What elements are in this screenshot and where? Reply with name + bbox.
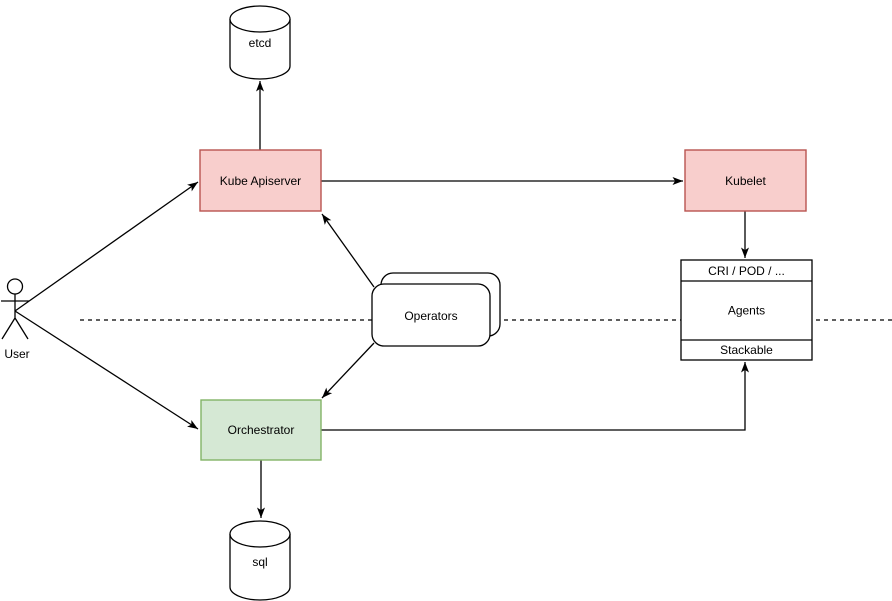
edge-orchestrator-to-stackable xyxy=(321,362,749,431)
user-label: User xyxy=(4,347,29,361)
user-actor-head xyxy=(6,278,24,295)
agents-header-label: CRI / POD / ... xyxy=(708,264,785,278)
node-kubelet: Kubelet xyxy=(684,149,807,212)
agents-box xyxy=(680,259,813,361)
edge-user-to-kube-apiserver xyxy=(14,181,199,312)
edge-operators-to-kube-apiserver xyxy=(321,213,375,288)
agents-footer-label: Stackable xyxy=(720,343,773,357)
operators-label: Operators xyxy=(404,309,457,323)
etcd-cylinder-body xyxy=(229,19,291,80)
orchestrator-label: Orchestrator xyxy=(228,423,295,437)
kube-apiserver-box xyxy=(199,149,322,212)
agents-label: Agents xyxy=(728,304,765,318)
orchestrator-box xyxy=(200,399,322,461)
sql-cylinder-body xyxy=(229,534,291,601)
node-orchestrator: Orchestrator xyxy=(200,399,322,461)
user-actor-body xyxy=(1,294,29,340)
node-user: User xyxy=(1,278,30,361)
node-agents: CRI / POD / ... Agents Stackable xyxy=(680,259,813,361)
node-etcd: etcd xyxy=(229,5,291,80)
kube-apiserver-label: Kube Apiserver xyxy=(220,174,301,188)
kubelet-label: Kubelet xyxy=(725,174,766,188)
edge-user-to-orchestrator xyxy=(14,310,199,430)
node-operators: Operators xyxy=(371,272,501,347)
etcd-label: etcd xyxy=(249,36,272,50)
edge-operators-to-orchestrator xyxy=(321,342,375,399)
etcd-cylinder-top xyxy=(229,5,291,33)
sql-label: sql xyxy=(252,555,267,569)
kubelet-box xyxy=(684,149,807,212)
node-sql: sql xyxy=(229,520,291,601)
edge-layer xyxy=(14,81,749,518)
node-kube-apiserver: Kube Apiserver xyxy=(199,149,322,212)
operators-front-card xyxy=(371,283,491,347)
sql-cylinder-top xyxy=(229,520,291,548)
